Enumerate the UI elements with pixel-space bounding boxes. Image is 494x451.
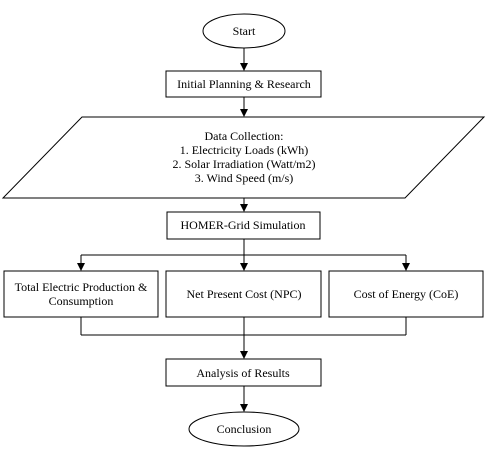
production-box (3, 270, 159, 318)
coe-box (328, 270, 484, 318)
analysis-box (165, 358, 322, 387)
production-label-line1: Total Electric Production & (15, 280, 148, 294)
start-label: Start (233, 24, 256, 38)
data-item-1: 1. Electricity Loads (kWh) (180, 143, 309, 157)
planning-box (165, 70, 322, 98)
coe-label: Cost of Energy (CoE) (354, 287, 459, 301)
simulation-label: HOMER-Grid Simulation (181, 218, 306, 232)
data-collection-title: Data Collection: (205, 129, 284, 143)
analysis-label: Analysis of Results (196, 366, 290, 380)
production-label-line2: Consumption (49, 294, 114, 308)
data-collection-box (1, 116, 486, 199)
npc-label: Net Present Cost (NPC) (187, 287, 302, 301)
data-item-2: 2. Solar Irradiation (Watt/m2) (173, 157, 316, 171)
conclusion-node (188, 411, 300, 447)
planning-label: Initial Planning & Research (177, 77, 311, 91)
simulation-box (166, 211, 321, 240)
conclusion-label: Conclusion (217, 422, 272, 436)
npc-box (165, 270, 322, 318)
data-item-3: 3. Wind Speed (m/s) (195, 171, 294, 185)
